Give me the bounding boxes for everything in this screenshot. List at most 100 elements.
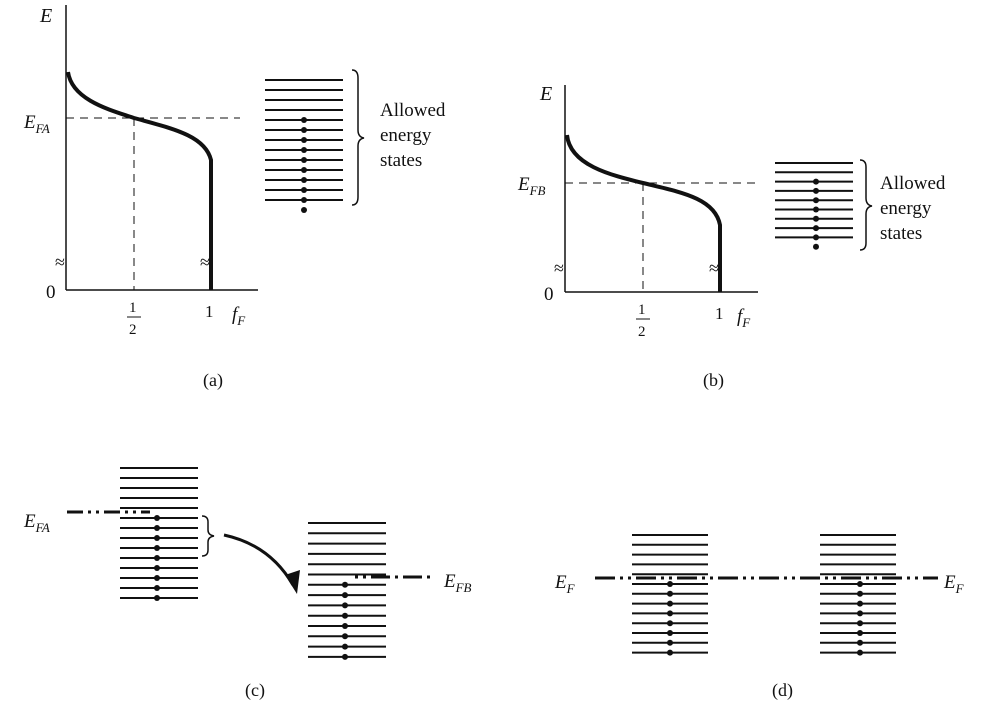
electron-dot [154,525,160,531]
electron-dot [301,127,307,133]
electron-dot [667,610,673,617]
b-states-label-3: states [880,223,922,244]
electron-dot [301,117,307,123]
electron-dot [813,178,819,185]
electron-dot [301,177,307,183]
a-states-label-2: energy [380,125,432,146]
b-origin-label: 0 [544,284,554,305]
electron-dot [301,157,307,163]
b-brace [859,159,873,251]
c-fermi-a-label: EFA [23,511,50,535]
electron-dot [813,243,819,250]
electron-dot [301,147,307,153]
electron-dot [154,535,160,541]
electron-dot [342,581,348,588]
b-axis-label-e: E [539,83,552,105]
a-energy-levels [265,79,343,213]
electron-dot [342,592,348,599]
electron-dot [342,623,348,629]
d-right-energy-levels [820,534,896,656]
electron-dot [667,630,673,636]
b-states-label-2: energy [880,198,932,219]
electron-dot [857,590,863,597]
d-fermi-right-label: EF [943,572,965,596]
b-x-label: fF [737,306,751,330]
electron-dot [301,197,307,203]
a-curve-break-icon: ≈ [200,252,210,272]
c-caption: (c) [245,680,265,701]
a-fermi-label: EFA [23,112,50,136]
electron-dot [154,595,160,601]
electron-dot [667,620,673,627]
b-axis-break-icon: ≈ [554,258,564,278]
electron-dot [857,649,863,656]
electron-dot [813,234,819,241]
d-fermi-left-label: EF [554,572,576,596]
electron-dot [813,197,819,204]
c-left-energy-levels [120,467,198,601]
d-left-energy-levels [632,534,708,656]
a-axis-break-icon: ≈ [55,252,65,272]
b-fermi-label: EFB [517,174,546,198]
a-half-den: 2 [129,322,137,338]
electron-dot [342,612,348,619]
electron-dot [154,565,160,571]
b-half-num: 1 [638,302,646,318]
electron-dot [667,639,673,646]
electron-dot [301,207,307,213]
a-fermi-dirac-curve [66,71,213,290]
electron-dot [301,137,307,143]
electron-dot [342,653,348,660]
panel-b: E EFB ≈ ≈ 0 1 2 1 fF Allowed energy stat… [517,83,946,391]
electron-dot [154,555,160,561]
a-half-num: 1 [129,300,137,316]
c-arrowhead-icon [285,570,300,594]
a-states-label-1: Allowed [380,100,446,121]
electron-dot [154,515,160,521]
electron-dot [154,575,160,581]
electron-dot [667,581,673,587]
electron-dot [813,206,819,213]
electron-dot [154,545,160,551]
a-one-label: 1 [205,302,214,321]
electron-dot [857,620,863,627]
electron-dot [857,610,863,617]
panel-d: EF EF (d) [554,534,965,701]
electron-dot [667,590,673,597]
c-brace [201,515,215,557]
electron-dot [342,643,348,650]
panel-c: EFA EFB (c) [23,467,472,701]
c-fermi-b-label: EFB [443,571,472,595]
b-energy-levels [775,162,853,250]
electron-dot [857,581,863,587]
b-one-label: 1 [715,304,724,323]
b-half-den: 2 [638,324,646,340]
a-origin-label: 0 [46,282,56,303]
b-fermi-dirac-curve [565,134,722,292]
a-states-label-3: states [380,150,422,171]
electron-dot [301,167,307,173]
electron-dot [857,630,863,636]
panel-a: E EFA ≈ ≈ 0 1 2 1 fF Allowed energy stat… [23,5,446,391]
electron-dot [667,600,673,607]
a-axis-label-e: E [39,5,52,27]
electron-dot [667,649,673,656]
electron-dot [342,602,348,609]
c-right-energy-levels [308,522,386,660]
electron-dot [301,187,307,193]
electron-dot [813,215,819,222]
b-curve-break-icon: ≈ [709,258,719,278]
a-brace [351,69,365,206]
c-transfer-arrow [223,533,295,586]
b-states-label-1: Allowed [880,173,946,194]
electron-dot [813,225,819,232]
electron-dot [813,187,819,194]
b-caption: (b) [703,370,724,391]
electron-dot [342,633,348,640]
d-caption: (d) [772,680,793,701]
electron-dot [154,585,160,591]
electron-dot [857,600,863,607]
electron-dot [857,639,863,646]
a-caption: (a) [203,370,223,391]
